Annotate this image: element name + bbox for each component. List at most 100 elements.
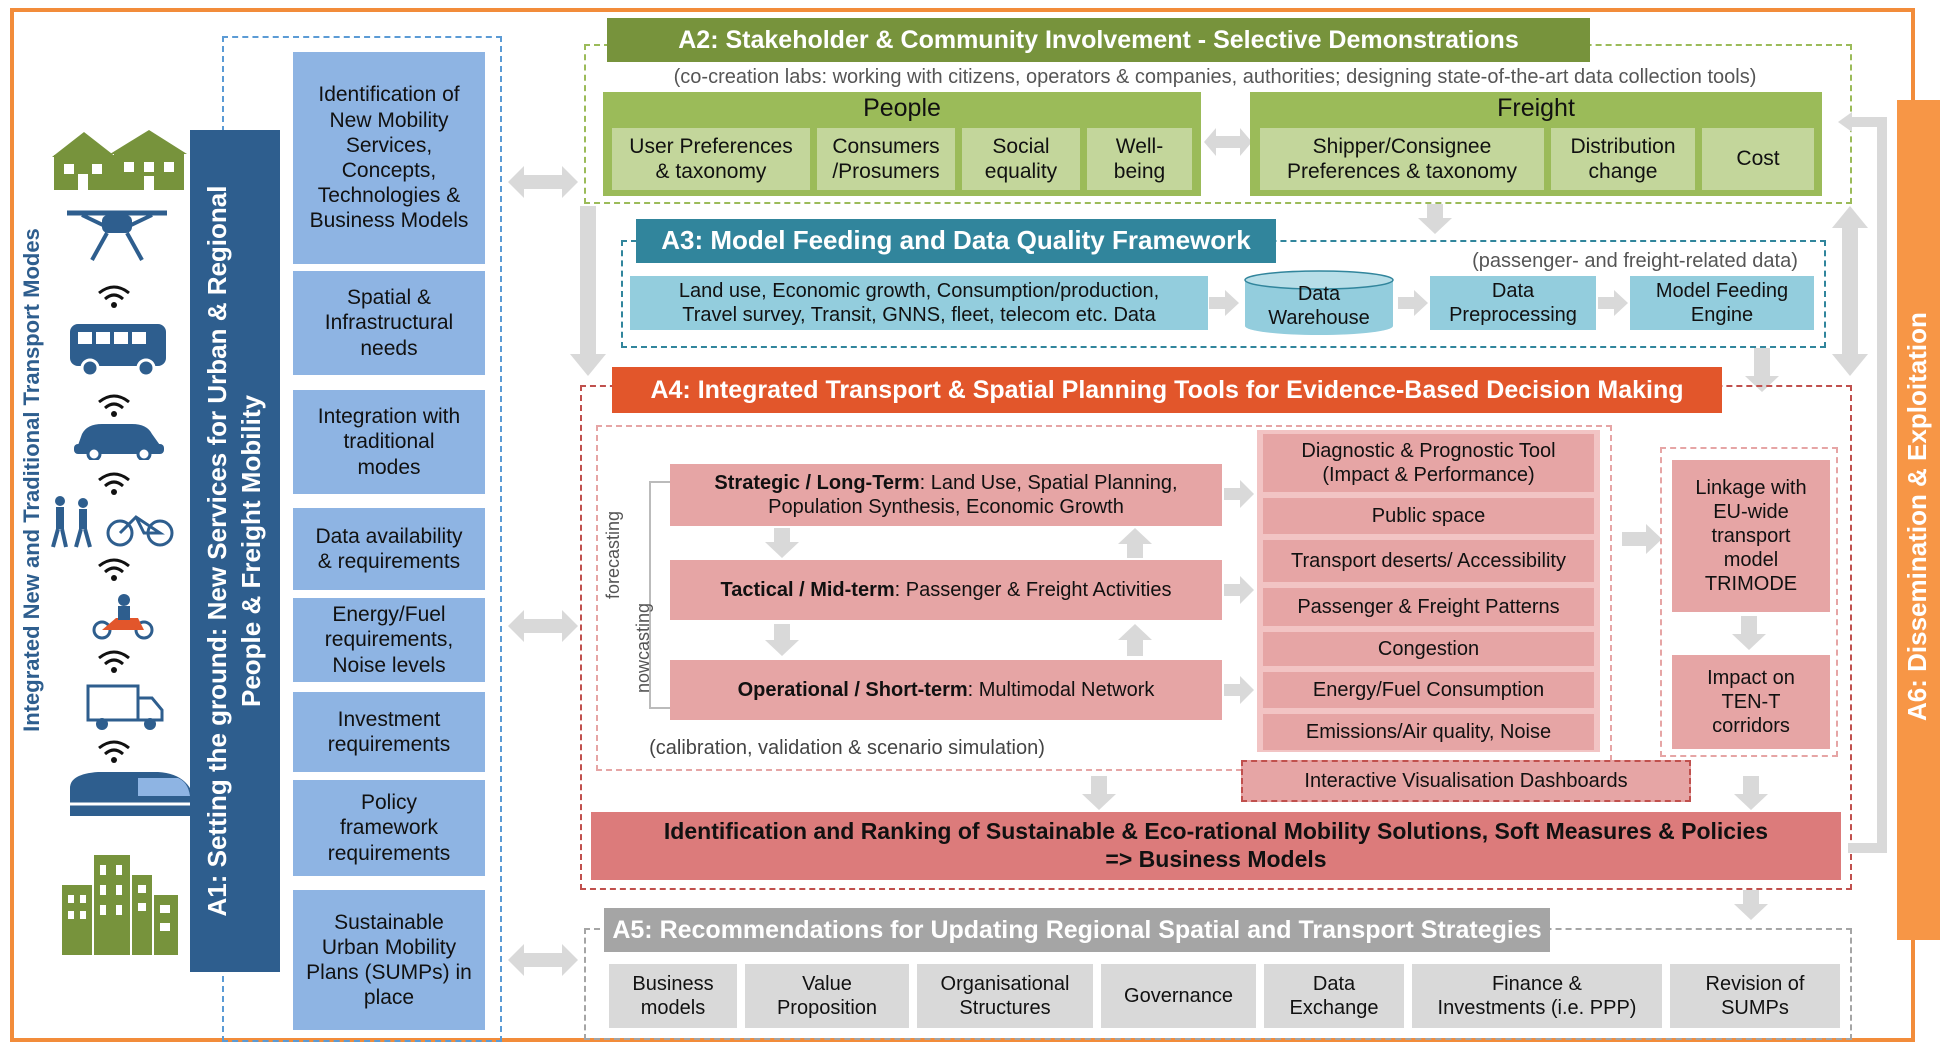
double-arrow-a1-a5 bbox=[508, 944, 578, 976]
double-arrow-a1-a4 bbox=[508, 610, 578, 642]
arrow-right-strategic-tools bbox=[1224, 480, 1254, 508]
a1-item-energy-fuel: Energy/Fuel requirements, Noise levels bbox=[293, 598, 485, 682]
feedback-arrow-a4-a6 bbox=[1838, 112, 1887, 853]
arrow-down-eu-ranking bbox=[1734, 776, 1768, 810]
a1-item-policy: Policy framework requirements bbox=[293, 780, 485, 876]
wifi-icon bbox=[98, 740, 130, 763]
a1-title-bar: A1: Setting the ground: New Services for… bbox=[190, 130, 280, 972]
a4-eu-container bbox=[1660, 447, 1838, 757]
a4-tool-transport-deserts: Transport deserts/ Accessibility bbox=[1263, 540, 1594, 582]
a4-operational-level: Operational / Short-term: Multimodal Net… bbox=[670, 660, 1222, 720]
a1-item-new-mobility: Identification of New Mobility Services,… bbox=[293, 52, 485, 264]
side-label: Integrated New and Traditional Transport… bbox=[19, 228, 44, 732]
arrow-down-a3-a4 bbox=[1745, 348, 1779, 392]
a4-tactical-level: Tactical / Mid-term: Passenger & Freight… bbox=[670, 560, 1222, 620]
a5-item-data-exchange: Data Exchange bbox=[1264, 964, 1404, 1028]
a4-calibration-note: (calibration, validation & scenario simu… bbox=[649, 737, 1045, 759]
a1-item-data-availability: Data availability & requirements bbox=[293, 508, 485, 590]
arrow-down-a2-a4 bbox=[570, 206, 606, 376]
a5-item-governance: Governance bbox=[1101, 964, 1256, 1028]
a4-impact-tent: Impact on TEN-T corridors bbox=[1672, 655, 1830, 749]
a1-title: A1: Setting the ground: New Services for… bbox=[202, 185, 266, 917]
data-warehouse-cylinder bbox=[1244, 270, 1394, 335]
a5-item-organisational-structures: Organisational Structures bbox=[917, 964, 1093, 1028]
bus-icon bbox=[70, 324, 166, 378]
arrow-right-preprocessing-engine bbox=[1598, 290, 1628, 316]
drone-icon bbox=[67, 210, 167, 261]
a4-tactical-bold: Tactical / Mid-term bbox=[720, 579, 895, 601]
a4-tool-patterns: Passenger & Freight Patterns bbox=[1263, 588, 1594, 626]
a2-people-item-social-equality: Social equality bbox=[962, 128, 1080, 190]
a4-title: A4: Integrated Transport & Spatial Plann… bbox=[612, 367, 1722, 413]
a4-strategic-bold: Strategic / Long-Term bbox=[714, 472, 920, 494]
arrow-down-strategic-tactical bbox=[765, 528, 799, 558]
arrow-right-tactical-tools bbox=[1224, 576, 1254, 604]
a4-tactical-text: : Passenger & Freight Activities bbox=[894, 579, 1172, 601]
a4-tool-emissions: Emissions/Air quality, Noise bbox=[1263, 714, 1594, 750]
wifi-icon bbox=[98, 394, 130, 417]
forecasting-bracket bbox=[649, 481, 670, 709]
a2-people-item-consumers: Consumers /Prosumers bbox=[817, 128, 955, 190]
wifi-icon bbox=[98, 285, 130, 308]
a2-subtitle: (co-creation labs: working with citizens… bbox=[673, 66, 1757, 88]
a1-item-investment: Investment requirements bbox=[293, 692, 485, 772]
nowcasting-container: nowcasting bbox=[628, 588, 668, 708]
a2-freight-item-shipper: Shipper/Consignee Preferences & taxonomy bbox=[1260, 128, 1544, 190]
a4-tool-energy-fuel: Energy/Fuel Consumption bbox=[1263, 672, 1594, 708]
arrow-right-warehouse-preprocessing bbox=[1398, 290, 1428, 316]
a4-tool-congestion: Congestion bbox=[1263, 632, 1594, 666]
city-buildings-icon bbox=[62, 855, 178, 955]
wifi-icon bbox=[98, 650, 130, 673]
a5-item-finance: Finance & Investments (i.e. PPP) bbox=[1412, 964, 1662, 1028]
a1-item-sumps: Sustainable Urban Mobility Plans (SUMPs)… bbox=[293, 890, 485, 1030]
train-icon bbox=[70, 772, 196, 816]
double-arrow-a2-a4-right bbox=[1832, 206, 1868, 376]
a4-operational-bold: Operational / Short-term bbox=[737, 679, 968, 701]
a4-strategic-level: Strategic / Long-Term: Land Use, Spatial… bbox=[670, 464, 1222, 526]
side-label-container: Integrated New and Traditional Transport… bbox=[14, 200, 54, 760]
a2-title: A2: Stakeholder & Community Involvement … bbox=[607, 18, 1590, 62]
a3-data-warehouse: Data Warehouse bbox=[1268, 283, 1370, 329]
a4-strategic-text: : Land Use, Spatial Planning, Population… bbox=[768, 472, 1178, 518]
a5-item-business-models: Business models bbox=[609, 964, 737, 1028]
a3-note: (passenger- and freight-related data) bbox=[1472, 250, 1798, 272]
nowcasting-label: nowcasting bbox=[633, 602, 653, 694]
a4-linkage-trimode: Linkage with EU-wide transport model TRI… bbox=[1672, 460, 1830, 612]
a2-freight-item-cost: Cost bbox=[1702, 128, 1814, 190]
a3-title: A3: Model Feeding and Data Quality Frame… bbox=[636, 219, 1276, 263]
arrow-right-tools-linkage bbox=[1622, 524, 1662, 554]
arrow-right-operational-tools bbox=[1224, 676, 1254, 704]
a5-item-revision-sumps: Revision of SUMPs bbox=[1670, 964, 1840, 1028]
double-arrow-people-freight bbox=[1204, 128, 1252, 156]
a1-item-spatial-needs: Spatial & Infrastructural needs bbox=[293, 271, 485, 375]
arrow-down-tactical-operational bbox=[765, 624, 799, 656]
arrow-down-levels-ranking bbox=[1082, 776, 1116, 810]
a2-people-label: People bbox=[863, 94, 941, 122]
double-arrow-a1-a2 bbox=[508, 166, 578, 198]
a3-model-feeding-engine: Model Feeding Engine bbox=[1630, 276, 1814, 330]
arrow-down-a4-a5 bbox=[1734, 890, 1768, 920]
arrow-right-sources-warehouse bbox=[1209, 290, 1239, 316]
a5-item-value-proposition: Value Proposition bbox=[745, 964, 909, 1028]
a6-bar: A6: Dissemination & Exploitation bbox=[1897, 100, 1940, 940]
a4-operational-text: : Multimodal Network bbox=[967, 679, 1155, 701]
a2-people-item-user-preferences: User Preferences & taxonomy bbox=[612, 128, 810, 190]
arrow-down-a2-a3 bbox=[1418, 204, 1452, 234]
scooter-icon bbox=[92, 594, 154, 640]
a4-planning-levels-container bbox=[596, 425, 1612, 771]
a4-tool-diagnostic: Diagnostic & Prognostic Tool (Impact & P… bbox=[1263, 434, 1594, 492]
a4-tool-public-space: Public space bbox=[1263, 498, 1594, 534]
a2-freight-item-distribution: Distribution change bbox=[1551, 128, 1695, 190]
a4-ranking-banner: Identification and Ranking of Sustainabl… bbox=[591, 812, 1841, 880]
car-icon bbox=[74, 424, 164, 460]
a2-freight-label: Freight bbox=[1497, 94, 1575, 122]
a3-data-sources: Land use, Economic growth, Consumption/p… bbox=[630, 276, 1208, 330]
pedestrians-bicycle-icon bbox=[51, 496, 174, 548]
arrow-down-linkage-impact bbox=[1732, 616, 1766, 650]
arrow-up-operational-tactical bbox=[1118, 624, 1152, 656]
a2-people-item-well-being: Well- being bbox=[1087, 128, 1192, 190]
a5-title: A5: Recommendations for Updating Regiona… bbox=[604, 908, 1550, 952]
wifi-icon bbox=[98, 472, 130, 495]
truck-icon bbox=[86, 684, 164, 730]
a6-title: A6: Dissemination & Exploitation bbox=[1902, 312, 1932, 721]
